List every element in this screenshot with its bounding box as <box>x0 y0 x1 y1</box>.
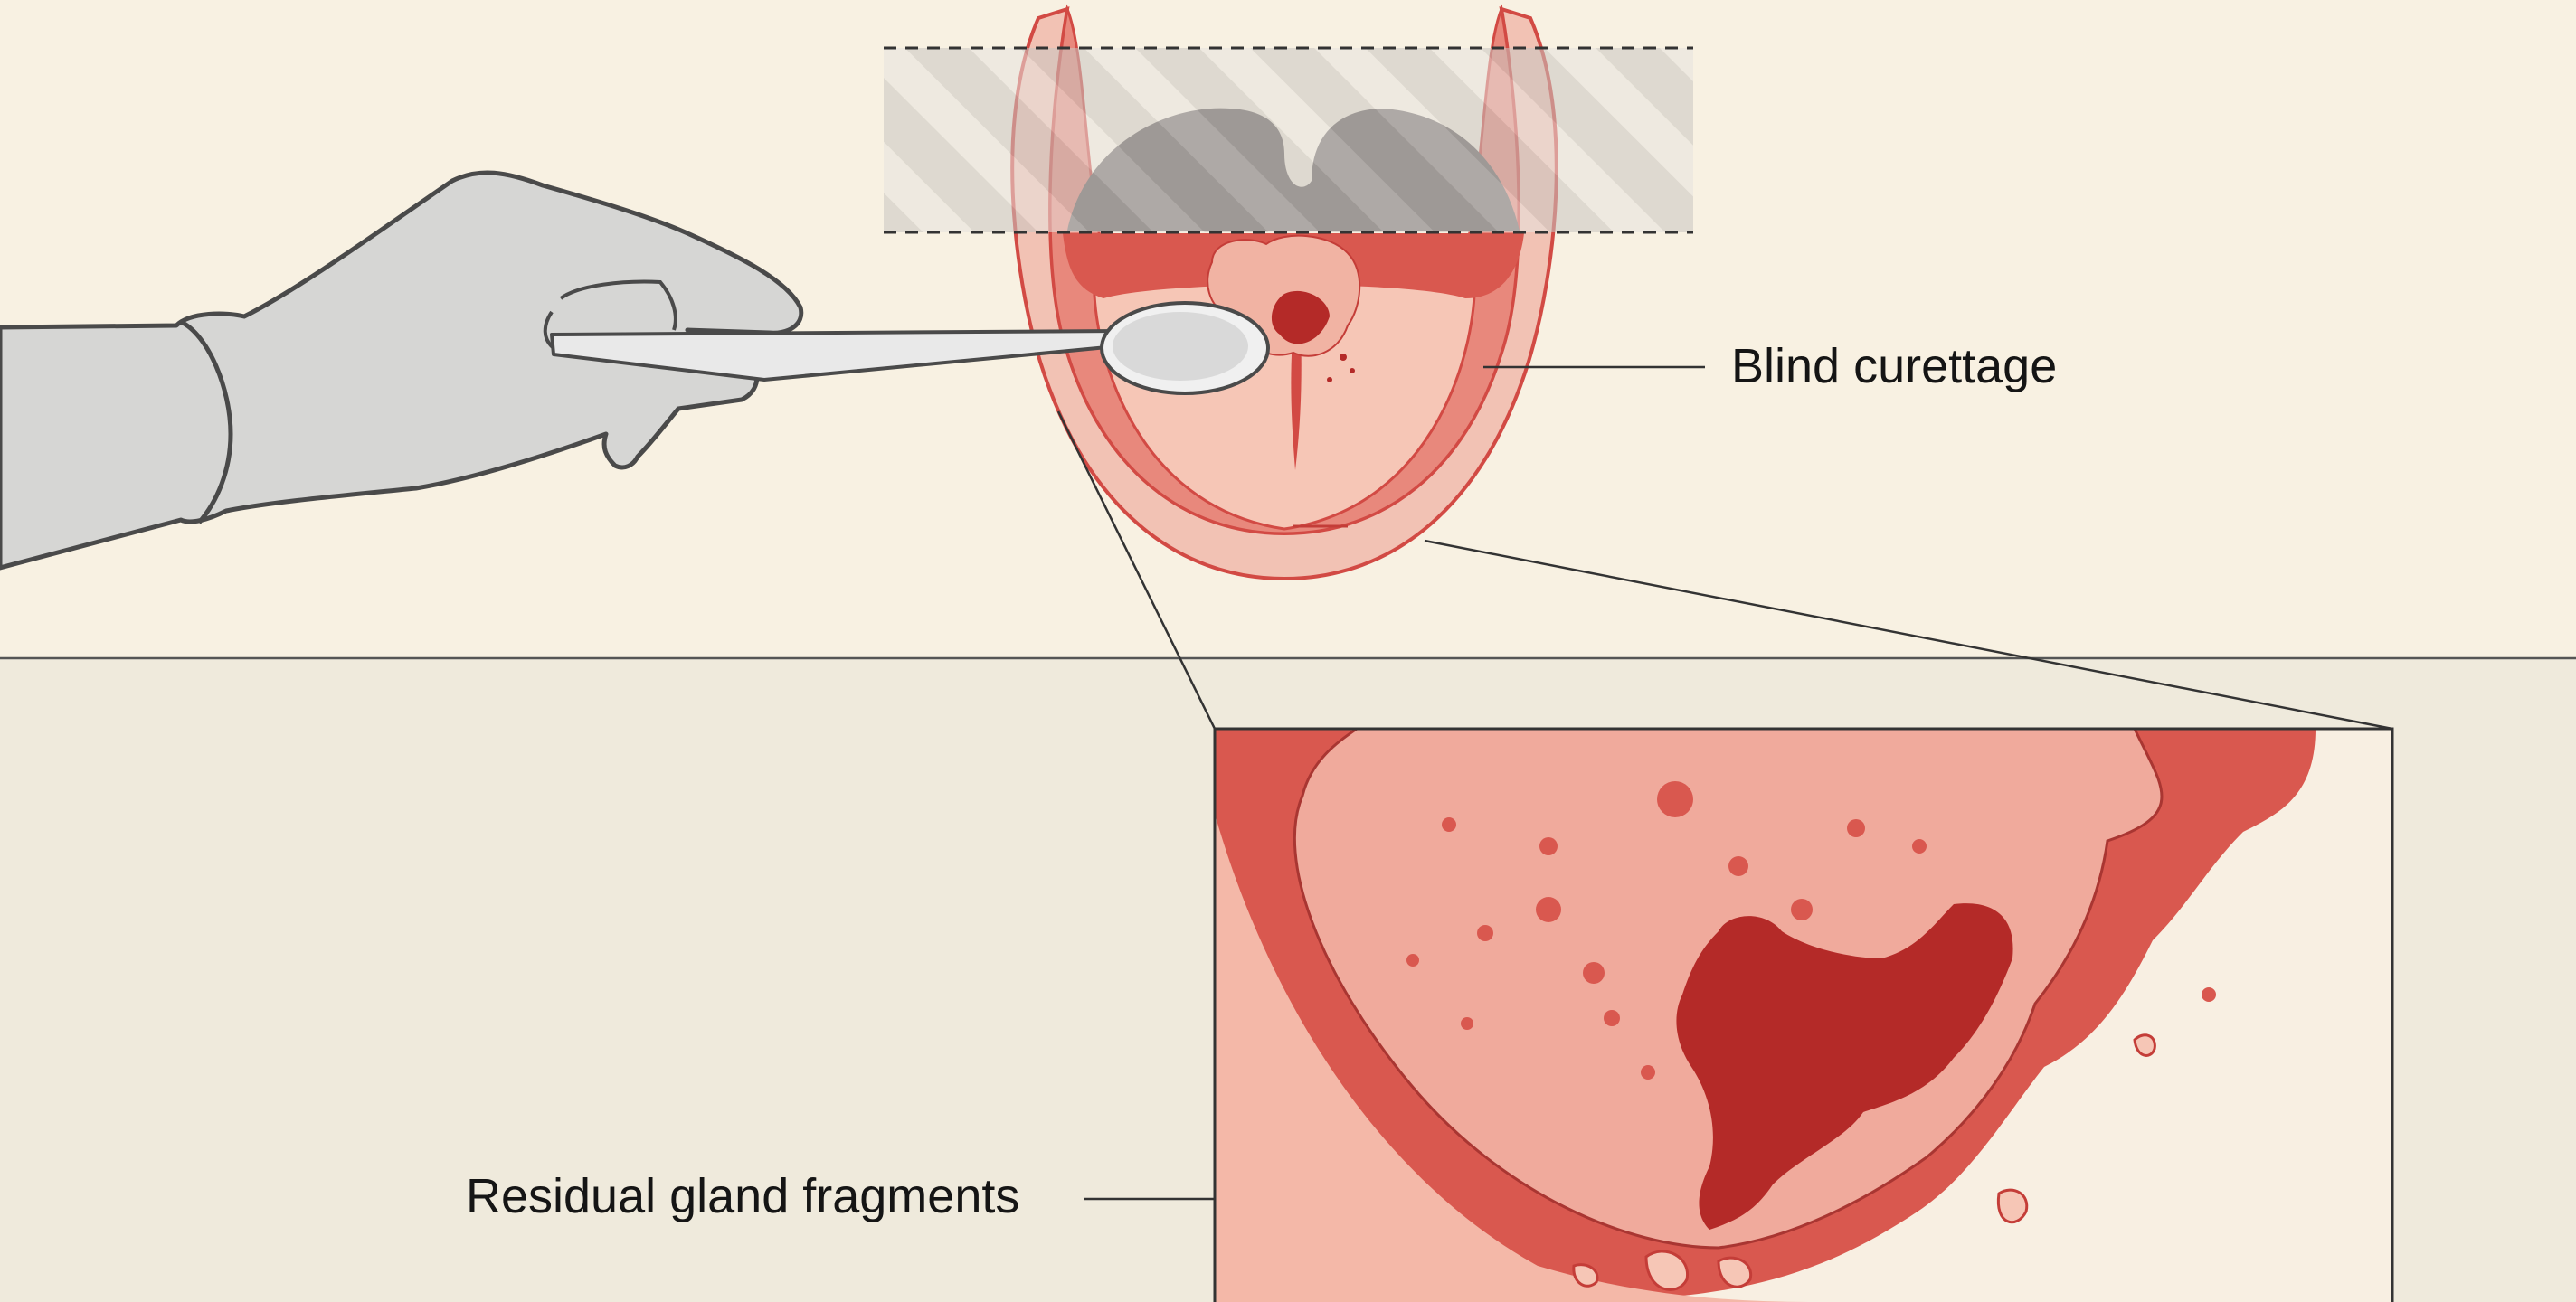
curette-icon <box>550 301 1270 395</box>
nasopharynx-window <box>884 46 1693 234</box>
zoom-line-right <box>1424 539 2393 731</box>
magnified-inset <box>1213 727 2394 1302</box>
label-residual-gland-fragments: Residual gland fragments <box>466 1169 1020 1223</box>
label-blind-curettage: Blind curettage <box>1731 339 2058 393</box>
zoom-line-left <box>1056 410 1217 730</box>
